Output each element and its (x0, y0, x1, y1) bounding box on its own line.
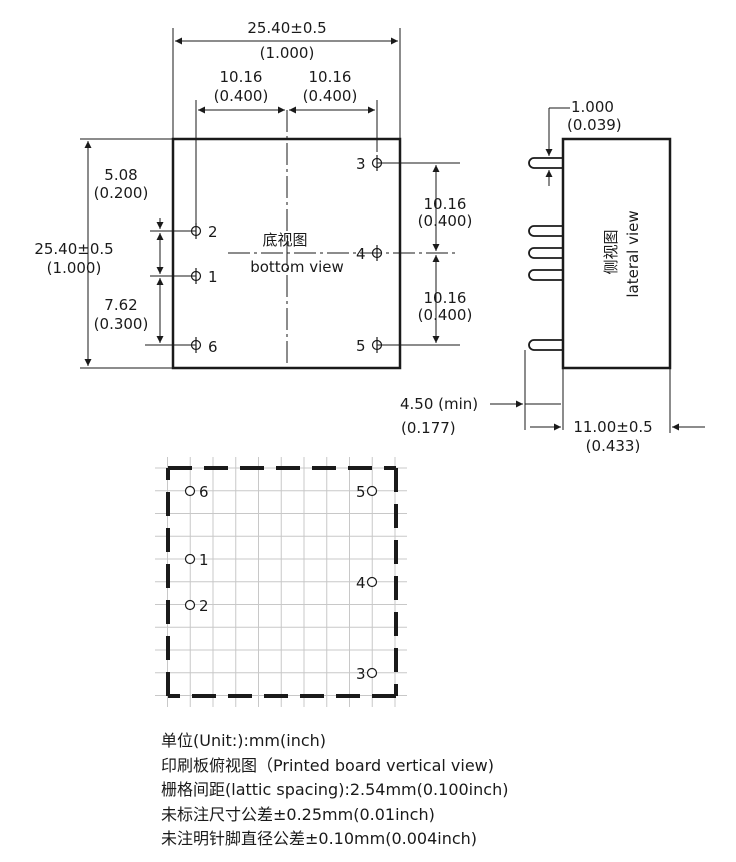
pcb-view: 6 1 2 5 4 3 (155, 457, 407, 707)
lateral-view-title-en: lateral view (624, 210, 642, 297)
lateral-view-title-cn: 侧视图 (602, 229, 620, 274)
bottom-view-title-en: bottom view (250, 258, 344, 276)
pcb-pads (184, 485, 378, 679)
note-unit: 单位(Unit:):mm(inch) (161, 731, 327, 750)
dim-pitch-left-mm: 10.16 (220, 68, 263, 86)
dim-pin4-5-mm: 10.16 (424, 289, 467, 307)
pcb-pin-label-6: 6 (199, 483, 209, 501)
pin-marker-6 (190, 337, 202, 353)
dim-pin6-offset-mm: 7.62 (104, 296, 137, 314)
note-pin-tolerance: 未注明针脚直径公差±0.10mm(0.004inch) (161, 829, 478, 848)
pin-label-6: 6 (208, 338, 218, 356)
dim-pin-dia-mm: 1.000 (571, 98, 614, 116)
pcb-pin-label-3: 3 (356, 665, 366, 683)
dim-pin2-offset-mm: 5.08 (104, 166, 137, 184)
lateral-pin (528, 339, 563, 351)
pin-marker-3 (371, 155, 383, 171)
dim-pitch-right-mm: 10.16 (309, 68, 352, 86)
note-printed-board: 印刷板俯视图（Printed board vertical view) (161, 755, 495, 775)
pcb-pin-label-4: 4 (356, 574, 366, 592)
bottom-view (80, 28, 460, 370)
dim-pin6-offset-inch: (0.300) (94, 315, 149, 333)
dim-pin4-5-inch: (0.400) (418, 306, 473, 324)
pcb-pin-label-5: 5 (356, 483, 366, 501)
pcb-pad-5 (366, 485, 378, 497)
pin-marker-2 (190, 223, 202, 239)
pin-label-2: 2 (208, 223, 218, 241)
dim-lateral-height-mm: 11.00±0.5 (573, 418, 652, 436)
dim-pin-dia-inch: (0.039) (567, 116, 622, 134)
note-grid-spacing: 栅格间距(lattic spacing):2.54mm(0.100inch) (161, 780, 509, 799)
dim-width-inch: (1.000) (260, 44, 315, 62)
dim-height-mm: 25.40±0.5 (34, 240, 113, 258)
dim-pin3-4-mm: 10.16 (424, 195, 467, 213)
pin-label-4: 4 (356, 245, 366, 263)
pcb-pad-6 (184, 485, 196, 497)
pin-label-3: 3 (356, 155, 366, 173)
pin-marker-1 (190, 268, 202, 284)
pcb-pad-2 (184, 599, 196, 611)
lateral-view (490, 107, 705, 433)
dim-width-mm: 25.40±0.5 (247, 19, 326, 37)
pin-marker-4 (371, 245, 383, 261)
dim-pin3-4-inch: (0.400) (418, 212, 473, 230)
mechanical-drawing: 25.40±0.5 (1.000) 10.16 (0.400) 10.16 (0… (34, 19, 705, 707)
dim-pin-len-mm: 4.50 (min) (400, 395, 478, 413)
pcb-pad-3 (366, 667, 378, 679)
pcb-pad-1 (184, 553, 196, 565)
dim-pitch-left-inch: (0.400) (214, 87, 269, 105)
lateral-body-outline (561, 137, 672, 370)
dim-pitch-right-inch: (0.400) (303, 87, 358, 105)
note-tolerance: 未标注尺寸公差±0.25mm(0.01inch) (161, 804, 435, 824)
pcb-pad-4 (366, 576, 378, 588)
pcb-outline (166, 466, 398, 698)
lateral-view-labels: 1.000 (0.039) 4.50 (min) (0.177) 11.00±0… (400, 98, 653, 455)
dim-pin2-offset-inch: (0.200) (94, 184, 149, 202)
dim-lateral-height-inch: (0.433) (586, 437, 641, 455)
pcb-pin-label-1: 1 (199, 551, 209, 569)
lateral-pin (528, 225, 563, 237)
bottom-view-title-cn: 底视图 (262, 231, 307, 249)
pin-marker-5 (371, 337, 383, 353)
dim-height-inch: (1.000) (47, 259, 102, 277)
dim-pin-len-inch: (0.177) (401, 419, 456, 437)
pin-label-1: 1 (208, 268, 218, 286)
lateral-pin (528, 247, 563, 259)
lateral-pin (528, 269, 563, 281)
pcb-pin-label-2: 2 (199, 597, 209, 615)
bottom-view-labels: 25.40±0.5 (1.000) 10.16 (0.400) 10.16 (0… (34, 19, 472, 356)
pin-label-5: 5 (356, 337, 366, 355)
lateral-pin (528, 157, 563, 169)
notes-list: 单位(Unit:):mm(inch) 印刷板俯视图（Printed board … (161, 729, 508, 852)
